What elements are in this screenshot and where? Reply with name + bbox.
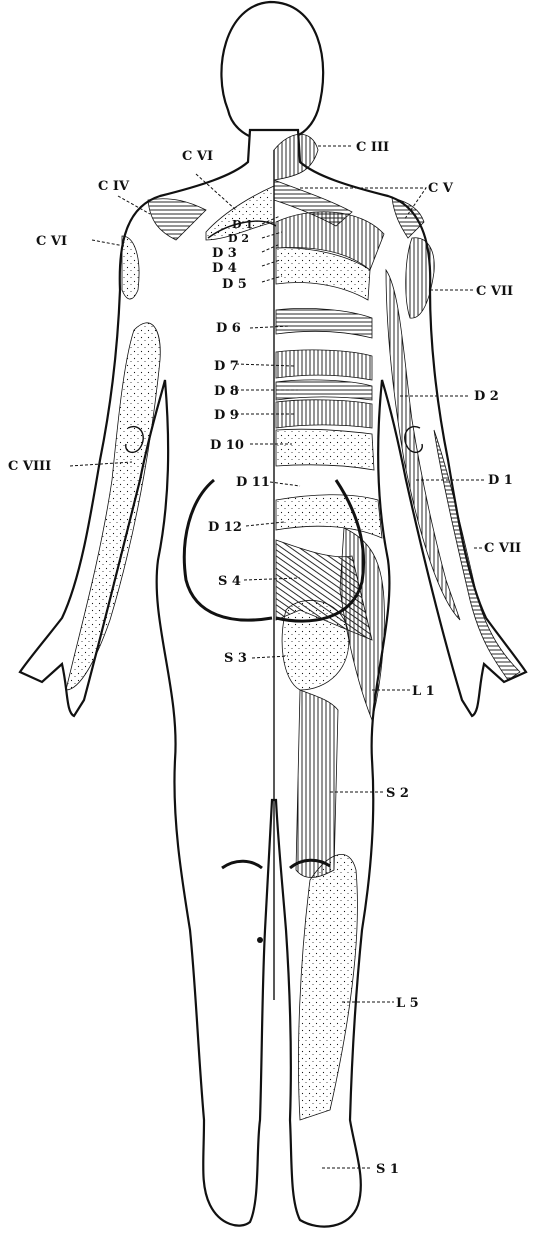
label-d4: D 4: [212, 261, 237, 276]
label-s4: S 4: [218, 574, 241, 589]
label-c8: C VIII: [8, 459, 51, 474]
label-d3: D 3: [212, 246, 237, 261]
region-d7: [276, 350, 372, 380]
region-d9: [276, 400, 372, 428]
label-c5: C V: [428, 181, 454, 196]
label-d9: D 9: [214, 408, 239, 423]
label-c4: C IV: [98, 179, 130, 194]
label-c7-arm: C VII: [484, 541, 521, 556]
label-c3: C III: [356, 140, 389, 155]
label-d1-back: D 1: [232, 218, 253, 231]
label-d2-back: D 2: [228, 232, 249, 245]
label-s1: S 1: [376, 1162, 399, 1177]
label-c6-top: C VI: [182, 149, 213, 164]
label-d7: D 7: [214, 359, 239, 374]
label-l1: L 1: [412, 684, 435, 699]
label-d8: D 8: [214, 384, 239, 399]
region-d8: [276, 380, 372, 400]
label-d11: D 11: [236, 475, 270, 490]
label-d10: D 10: [210, 438, 244, 453]
label-l5: L 5: [396, 996, 419, 1011]
region-d10: [276, 429, 374, 470]
label-d6: D 6: [216, 321, 241, 336]
leg-mark: [257, 937, 263, 943]
label-d1-arm: D 1: [488, 473, 513, 488]
head: [221, 2, 323, 142]
label-d12: D 12: [208, 520, 242, 535]
label-s2: S 2: [386, 786, 409, 801]
neck: [20, 130, 526, 1227]
label-d2-arm: D 2: [474, 389, 499, 404]
label-c6-left: C VI: [36, 234, 67, 249]
label-c7-right: C VII: [476, 284, 513, 299]
label-d5: D 5: [222, 277, 247, 292]
region-s2: [296, 690, 338, 878]
label-s3: S 3: [224, 651, 247, 666]
